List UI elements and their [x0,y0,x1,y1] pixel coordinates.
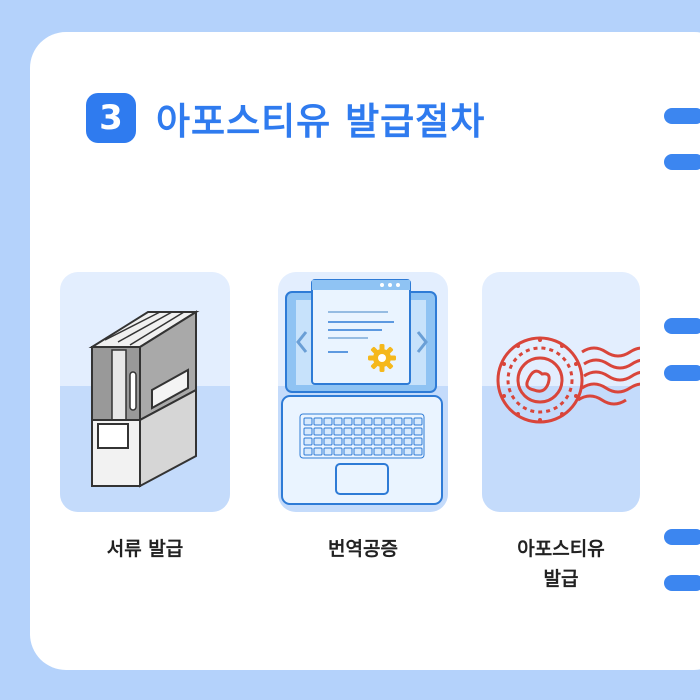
keyboard-key [303,437,313,446]
keyboard-key [343,417,353,426]
keyboard-key [413,417,423,426]
keyboard-key [353,417,363,426]
keyboard-key [393,427,403,436]
step-tile-apostille [482,272,640,512]
keyboard-key [383,437,393,446]
page-title: 아포스티유 발급절차 [156,100,486,143]
keyboard-key [393,437,403,446]
keyboard-key [333,447,343,456]
step-tile-documents [60,272,230,512]
step-label-apostille: 아포스티유 발급 [476,534,646,594]
keyboard-key [323,447,333,456]
keyboard-key [363,447,373,456]
keyboard-key [363,417,373,426]
keyboard-key [343,437,353,446]
keyboard-key [323,427,333,436]
decor-bar [664,529,700,545]
keyboard-key [303,427,313,436]
keyboard-key [333,417,343,426]
keyboard-key [413,437,423,446]
decor-bar [664,108,700,124]
keyboard-key [353,437,363,446]
keyboard-key [333,437,343,446]
keyboard-key [383,447,393,456]
decor-bar [664,154,700,170]
keyboard-key [303,417,313,426]
keyboard-key [403,427,413,436]
keyboard-key [373,437,383,446]
keyboard-key [373,447,383,456]
keyboard-key [393,447,403,456]
keyboard-key [373,417,383,426]
keyboard-key [313,447,323,456]
keyboard-key [383,427,393,436]
step-label-documents: 서류 발급 [106,538,184,560]
keyboard-key [353,427,363,436]
keyboard-key [333,427,343,436]
keyboard-key [323,437,333,446]
keyboard-key [313,437,323,446]
laptop-translation-icon [281,279,443,505]
step-label-apostille-line2: 발급 [543,568,579,590]
decor-bar [664,365,700,381]
keyboard-key [403,417,413,426]
keyboard-key [343,427,353,436]
keyboard-key [403,447,413,456]
decor-bar [664,575,700,591]
keyboard-key [323,417,333,426]
keyboard-key [413,427,423,436]
section-header: 3 아포스티유 발급절차 [86,88,485,148]
keyboard-key [313,427,323,436]
keyboard-key [413,447,423,456]
step-number-badge: 3 [86,93,136,143]
step-label-apostille-line1: 아포스티유 [517,538,605,560]
keyboard-key [313,417,323,426]
keyboard-key [343,447,353,456]
apostille-stamp-icon [496,336,640,424]
keyboard-key [363,437,373,446]
decor-bar [664,318,700,334]
keyboard-key [373,427,383,436]
keyboard-key [393,417,403,426]
keyboard-key [403,437,413,446]
keyboard-key [303,447,313,456]
keyboard-key [383,417,393,426]
step-tile-translation [278,272,448,512]
step-label-translation: 번역공증 [328,538,398,560]
keyboard-key [353,447,363,456]
document-folder-icon [88,310,200,488]
keyboard-key [363,427,373,436]
